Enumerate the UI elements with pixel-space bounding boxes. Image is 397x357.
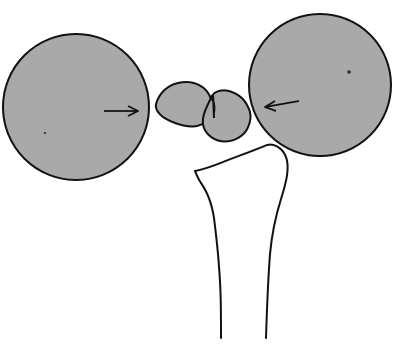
left-circle-mark xyxy=(44,132,46,134)
right-circle-mark xyxy=(347,70,351,74)
right-circle xyxy=(249,14,391,156)
left-circle xyxy=(3,34,149,180)
